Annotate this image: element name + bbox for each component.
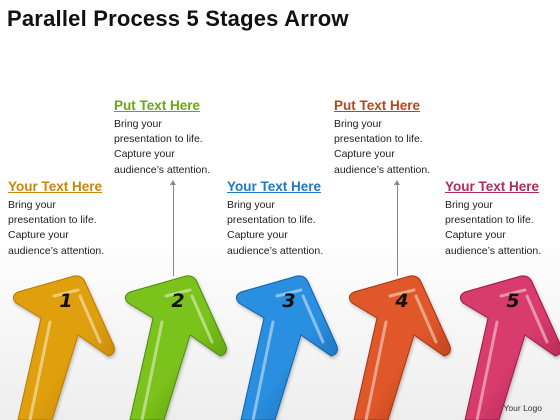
stage-4-connector: [394, 180, 400, 276]
stage-3-body: Bring your presentation to life. Capture…: [227, 199, 324, 257]
page-title: Parallel Process 5 Stages Arrow: [7, 6, 349, 31]
stage-3-arrow: 3: [235, 275, 338, 420]
stage-3-arrow-body: [235, 275, 338, 420]
logo-text: Your Logo: [503, 403, 542, 413]
stage-5-body: Bring your presentation to life. Capture…: [445, 199, 542, 257]
stage-5-arrow-highlight: [499, 288, 527, 298]
stage-3-arrow-highlight: [275, 288, 303, 298]
stage-3-heading: Your Text Here: [227, 179, 322, 194]
stage-2-arrow-highlight: [190, 294, 214, 344]
stage-5-heading: Your Text Here: [445, 179, 540, 194]
stage-4-arrow: 4: [348, 275, 451, 420]
stage-1-arrow-highlight: [28, 320, 52, 420]
stage-4-arrow-highlight: [414, 294, 438, 344]
stage-2-connector: [170, 180, 176, 276]
stage-2-arrow-highlight: [140, 320, 164, 420]
stage-5-arrow-highlight: [525, 294, 549, 344]
stage-1-heading: Your Text Here: [8, 179, 103, 194]
stage-4-arrow-highlight: [388, 288, 416, 298]
stage-2-text: Put Text Here Bring your presentation to…: [114, 98, 232, 178]
stage-2-heading: Put Text Here: [114, 98, 201, 113]
stage-2-arrow: 2: [124, 275, 227, 420]
stage-4-number: 4: [394, 290, 408, 312]
stage-5-arrow-highlight: [475, 320, 499, 420]
stage-2-arrow-body: [124, 275, 227, 420]
stage-5-number: 5: [506, 290, 519, 312]
stage-1-arrow-highlight: [78, 294, 102, 344]
stage-3-arrow-highlight: [251, 320, 275, 420]
stage-5-arrow-body: [459, 275, 560, 420]
stage-4-text: Put Text Here Bring your presentation to…: [334, 98, 452, 178]
stage-2-number: 2: [171, 290, 184, 312]
stage-4-heading: Put Text Here: [334, 98, 421, 113]
stage-4-arrow-body: [348, 275, 451, 420]
stage-5-arrow: 5: [459, 275, 560, 420]
stage-3-number: 3: [282, 290, 295, 312]
stage-1-body: Bring your presentation to life. Capture…: [8, 199, 105, 257]
stage-2-body: Bring your presentation to life. Capture…: [114, 118, 211, 176]
stage-1-arrow-highlight: [52, 288, 80, 298]
stage-5-text: Your Text Here Bring your presentation t…: [445, 179, 560, 259]
stage-1-arrow-body: [12, 275, 115, 420]
stage-2-arrow-highlight: [164, 288, 192, 298]
stage-1-text: Your Text Here Bring your presentation t…: [8, 179, 126, 259]
stage-1-arrow: 1: [12, 275, 115, 420]
stage-3-arrow-highlight: [301, 294, 325, 344]
stage-4-body: Bring your presentation to life. Capture…: [334, 118, 431, 176]
stage-3-text: Your Text Here Bring your presentation t…: [227, 179, 345, 259]
stage-4-arrow-highlight: [364, 320, 388, 420]
stage-1-number: 1: [59, 290, 72, 312]
